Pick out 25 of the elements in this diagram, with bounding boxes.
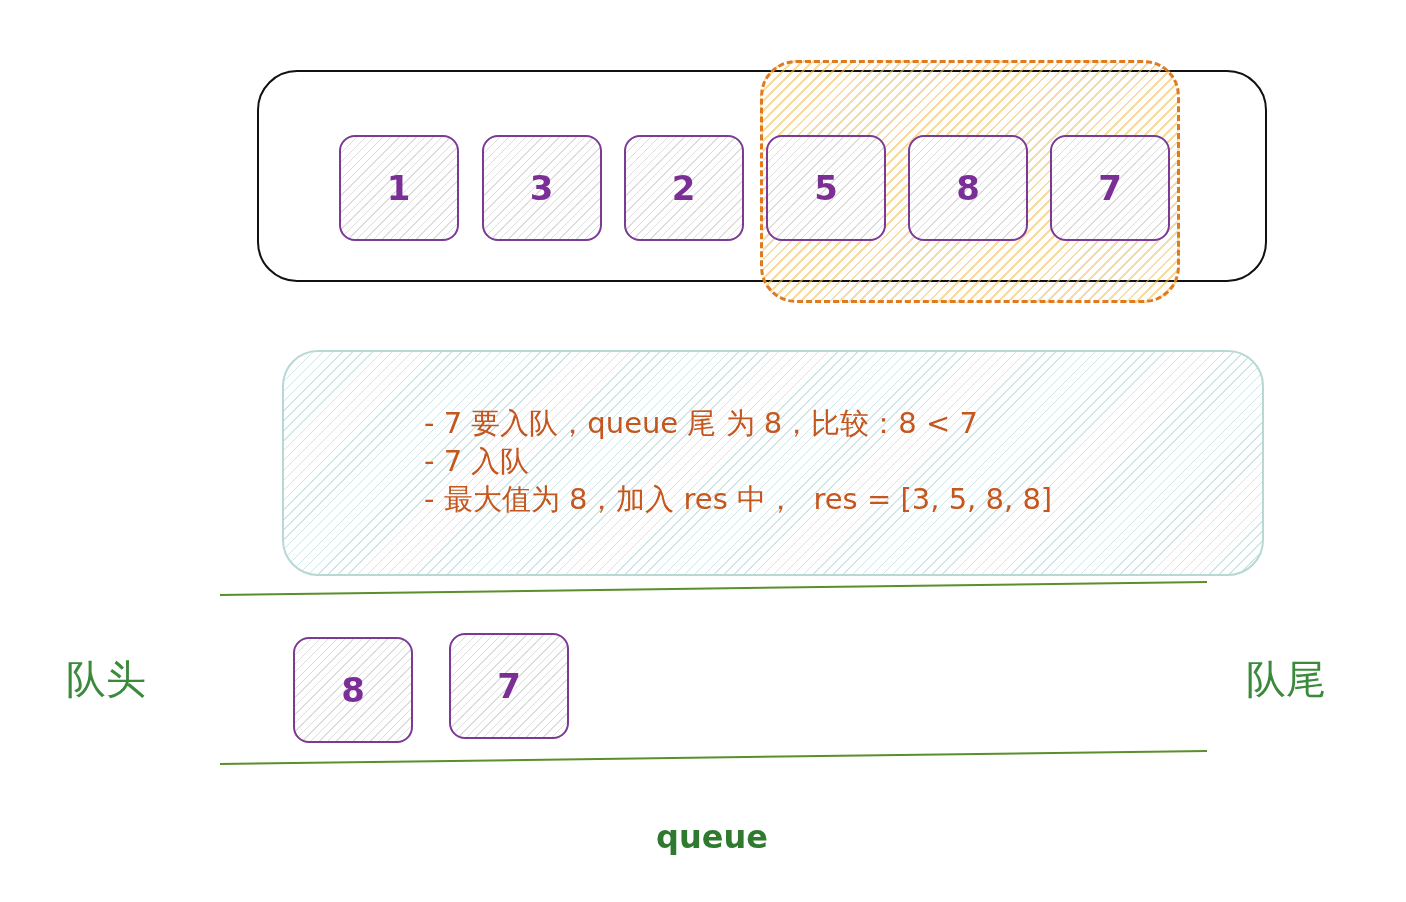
queue-label: queue xyxy=(656,818,768,856)
number-box xyxy=(338,134,459,241)
tail-label: 队尾 xyxy=(1246,655,1326,704)
note-line: - 7 入队 xyxy=(424,443,531,480)
array-box xyxy=(257,70,1267,282)
number-box xyxy=(481,134,602,241)
number-box xyxy=(766,135,886,241)
number-box xyxy=(449,633,569,739)
window-highlight xyxy=(760,60,1180,303)
number-text: 8 xyxy=(956,168,980,208)
number-text: 8 xyxy=(341,670,365,710)
number-text: 5 xyxy=(814,168,838,208)
number-text: 2 xyxy=(671,167,696,208)
number-text: 1 xyxy=(386,167,411,208)
number-text: 3 xyxy=(529,167,554,208)
note-line: - 最大值为 8，加入 res 中， res = [3, 5, 8, 8] xyxy=(424,481,1054,518)
note-box xyxy=(282,350,1264,576)
number-text: 7 xyxy=(1098,168,1122,208)
number-box xyxy=(1050,135,1170,241)
number-box xyxy=(623,134,744,241)
note-line: - 7 要入队，queue 尾 为 8，比较：8 < 7 xyxy=(424,405,979,442)
number-box xyxy=(293,637,413,743)
head-label: 队头 xyxy=(66,655,146,704)
number-text: 7 xyxy=(497,666,521,706)
number-box xyxy=(908,135,1028,241)
